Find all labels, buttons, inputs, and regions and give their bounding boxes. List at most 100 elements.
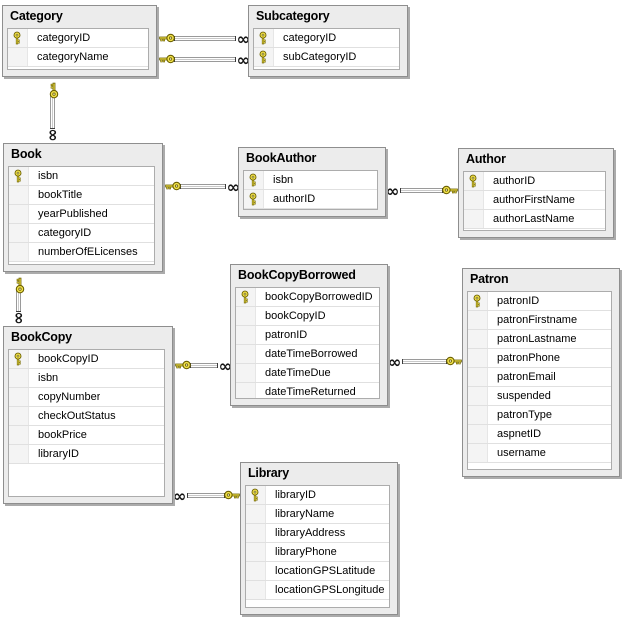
column-row[interactable]: suspended	[468, 387, 611, 406]
relationship-line[interactable]	[174, 57, 236, 62]
relationship-line[interactable]	[174, 36, 236, 41]
column-name: bookPrice	[38, 429, 87, 441]
entity-title[interactable]: Patron	[470, 272, 509, 286]
entity-Patron[interactable]: Patron patronID patronFirstname patronLastn…	[462, 268, 620, 477]
column-row[interactable]: libraryName	[246, 505, 389, 524]
column-name: bookTitle	[38, 189, 83, 201]
column-name: libraryName	[275, 508, 335, 520]
entity-Subcategory[interactable]: Subcategory categoryID subCategoryID	[248, 5, 408, 77]
entity-BookCopy[interactable]: BookCopy bookCopyID isbn copyNumber checkOut…	[3, 326, 173, 504]
relationship-line[interactable]	[180, 184, 226, 189]
column-row[interactable]: authorID	[464, 172, 605, 191]
column-name: patronFirstname	[497, 314, 578, 326]
gutter-cell	[9, 243, 29, 261]
column-name: bookCopyID	[38, 353, 99, 365]
relationship-Book-BookCopy[interactable]: ∞	[10, 274, 29, 326]
gutter-cell	[236, 307, 256, 325]
entity-Book[interactable]: Book isbn bookTitle yearPublished categoryID…	[3, 143, 163, 272]
column-name: categoryID	[283, 32, 337, 44]
relationship-line[interactable]	[400, 188, 443, 193]
key-icon	[44, 82, 62, 99]
relationship-BookCopy-BookCopyBorrowed[interactable]: ∞	[175, 358, 232, 374]
relationship-Book-BookAuthor[interactable]: ∞	[165, 178, 240, 196]
column-row[interactable]: username	[468, 444, 611, 463]
column-row[interactable]: libraryID	[9, 445, 164, 464]
relationship-Category-Subcategory[interactable]: ∞	[159, 52, 250, 68]
entity-Library[interactable]: Library libraryID libraryName libraryAddres…	[240, 462, 398, 615]
column-row[interactable]: bookPrice	[9, 426, 164, 445]
entity-title[interactable]: Author	[466, 152, 506, 166]
column-name: copyNumber	[38, 391, 101, 403]
column-row[interactable]: copyNumber	[9, 388, 164, 407]
column-row[interactable]: libraryAddress	[246, 524, 389, 543]
entity-title[interactable]: Category	[10, 9, 63, 23]
key-icon	[10, 277, 28, 294]
column-row[interactable]: isbn	[244, 171, 377, 190]
column-row[interactable]: patronPhone	[468, 349, 611, 368]
column-row[interactable]: categoryID	[9, 224, 154, 243]
column-row[interactable]: yearPublished	[9, 205, 154, 224]
entity-title[interactable]: BookAuthor	[246, 151, 317, 165]
relationship-Patron-BookCopyBorrowed[interactable]: ∞	[388, 354, 462, 370]
relationship-line[interactable]	[187, 493, 225, 498]
column-row[interactable]: categoryID	[8, 29, 148, 48]
entity-title[interactable]: BookCopy	[11, 330, 72, 344]
column-row[interactable]: aspnetID	[468, 425, 611, 444]
relationship-line[interactable]	[190, 363, 218, 368]
gutter-cell	[468, 425, 488, 443]
infinity-icon: ∞	[236, 29, 250, 49]
entity-title[interactable]: BookCopyBorrowed	[238, 268, 356, 282]
column-row[interactable]: locationGPSLatitude	[246, 562, 389, 581]
column-row[interactable]: dateTimeBorrowed	[236, 345, 379, 364]
column-row[interactable]: numberOfELicenses	[9, 243, 154, 262]
column-name: patronLastname	[497, 333, 577, 345]
column-row[interactable]: locationGPSLongitude	[246, 581, 389, 600]
column-row[interactable]: bookTitle	[9, 186, 154, 205]
column-row[interactable]: isbn	[9, 369, 164, 388]
column-row[interactable]: libraryID	[246, 486, 389, 505]
column-row[interactable]: isbn	[9, 167, 154, 186]
entity-title[interactable]: Library	[248, 466, 289, 480]
relationship-Author-BookAuthor[interactable]: ∞	[386, 183, 458, 199]
relationship-Category-Subcategory[interactable]: ∞	[159, 29, 250, 49]
relationship-line[interactable]	[402, 359, 447, 364]
column-row[interactable]: libraryPhone	[246, 543, 389, 562]
column-row[interactable]: subCategoryID	[254, 48, 399, 67]
column-row[interactable]: patronEmail	[468, 368, 611, 387]
key-icon	[165, 178, 181, 196]
primary-key-cell	[244, 190, 264, 208]
column-row[interactable]: authorID	[244, 190, 377, 209]
entity-title[interactable]: Subcategory	[256, 9, 330, 23]
column-name: locationGPSLatitude	[275, 565, 376, 577]
column-row[interactable]: patronType	[468, 406, 611, 425]
key-icon	[255, 31, 273, 45]
column-row[interactable]: dateTimeReturned	[236, 383, 379, 398]
column-row[interactable]: bookCopyID	[236, 307, 379, 326]
column-row[interactable]: authorLastName	[464, 210, 605, 229]
column-row[interactable]: patronID	[468, 292, 611, 311]
column-row[interactable]: patronLastname	[468, 330, 611, 349]
column-row[interactable]: categoryID	[254, 29, 399, 48]
gutter-cell	[246, 543, 266, 561]
column-name: categoryName	[37, 51, 109, 63]
relationship-Library-BookCopy[interactable]: ∞	[173, 488, 240, 504]
column-row[interactable]: bookCopyID	[9, 350, 164, 369]
column-row[interactable]: dateTimeDue	[236, 364, 379, 383]
column-row[interactable]: patronID	[236, 326, 379, 345]
column-row[interactable]: patronFirstname	[468, 311, 611, 330]
column-row[interactable]: categoryName	[8, 48, 148, 67]
column-name: yearPublished	[38, 208, 108, 220]
column-row[interactable]: authorFirstName	[464, 191, 605, 210]
column-name: dateTimeBorrowed	[265, 348, 358, 360]
entity-title[interactable]: Book	[11, 147, 42, 161]
relationship-line[interactable]	[50, 95, 55, 129]
relationship-Category-Book[interactable]: ∞	[44, 79, 63, 143]
column-row[interactable]: checkOutStatus	[9, 407, 164, 426]
column-row[interactable]: bookCopyBorrowedID	[236, 288, 379, 307]
entity-Category[interactable]: Category categoryID categoryName	[2, 5, 157, 77]
